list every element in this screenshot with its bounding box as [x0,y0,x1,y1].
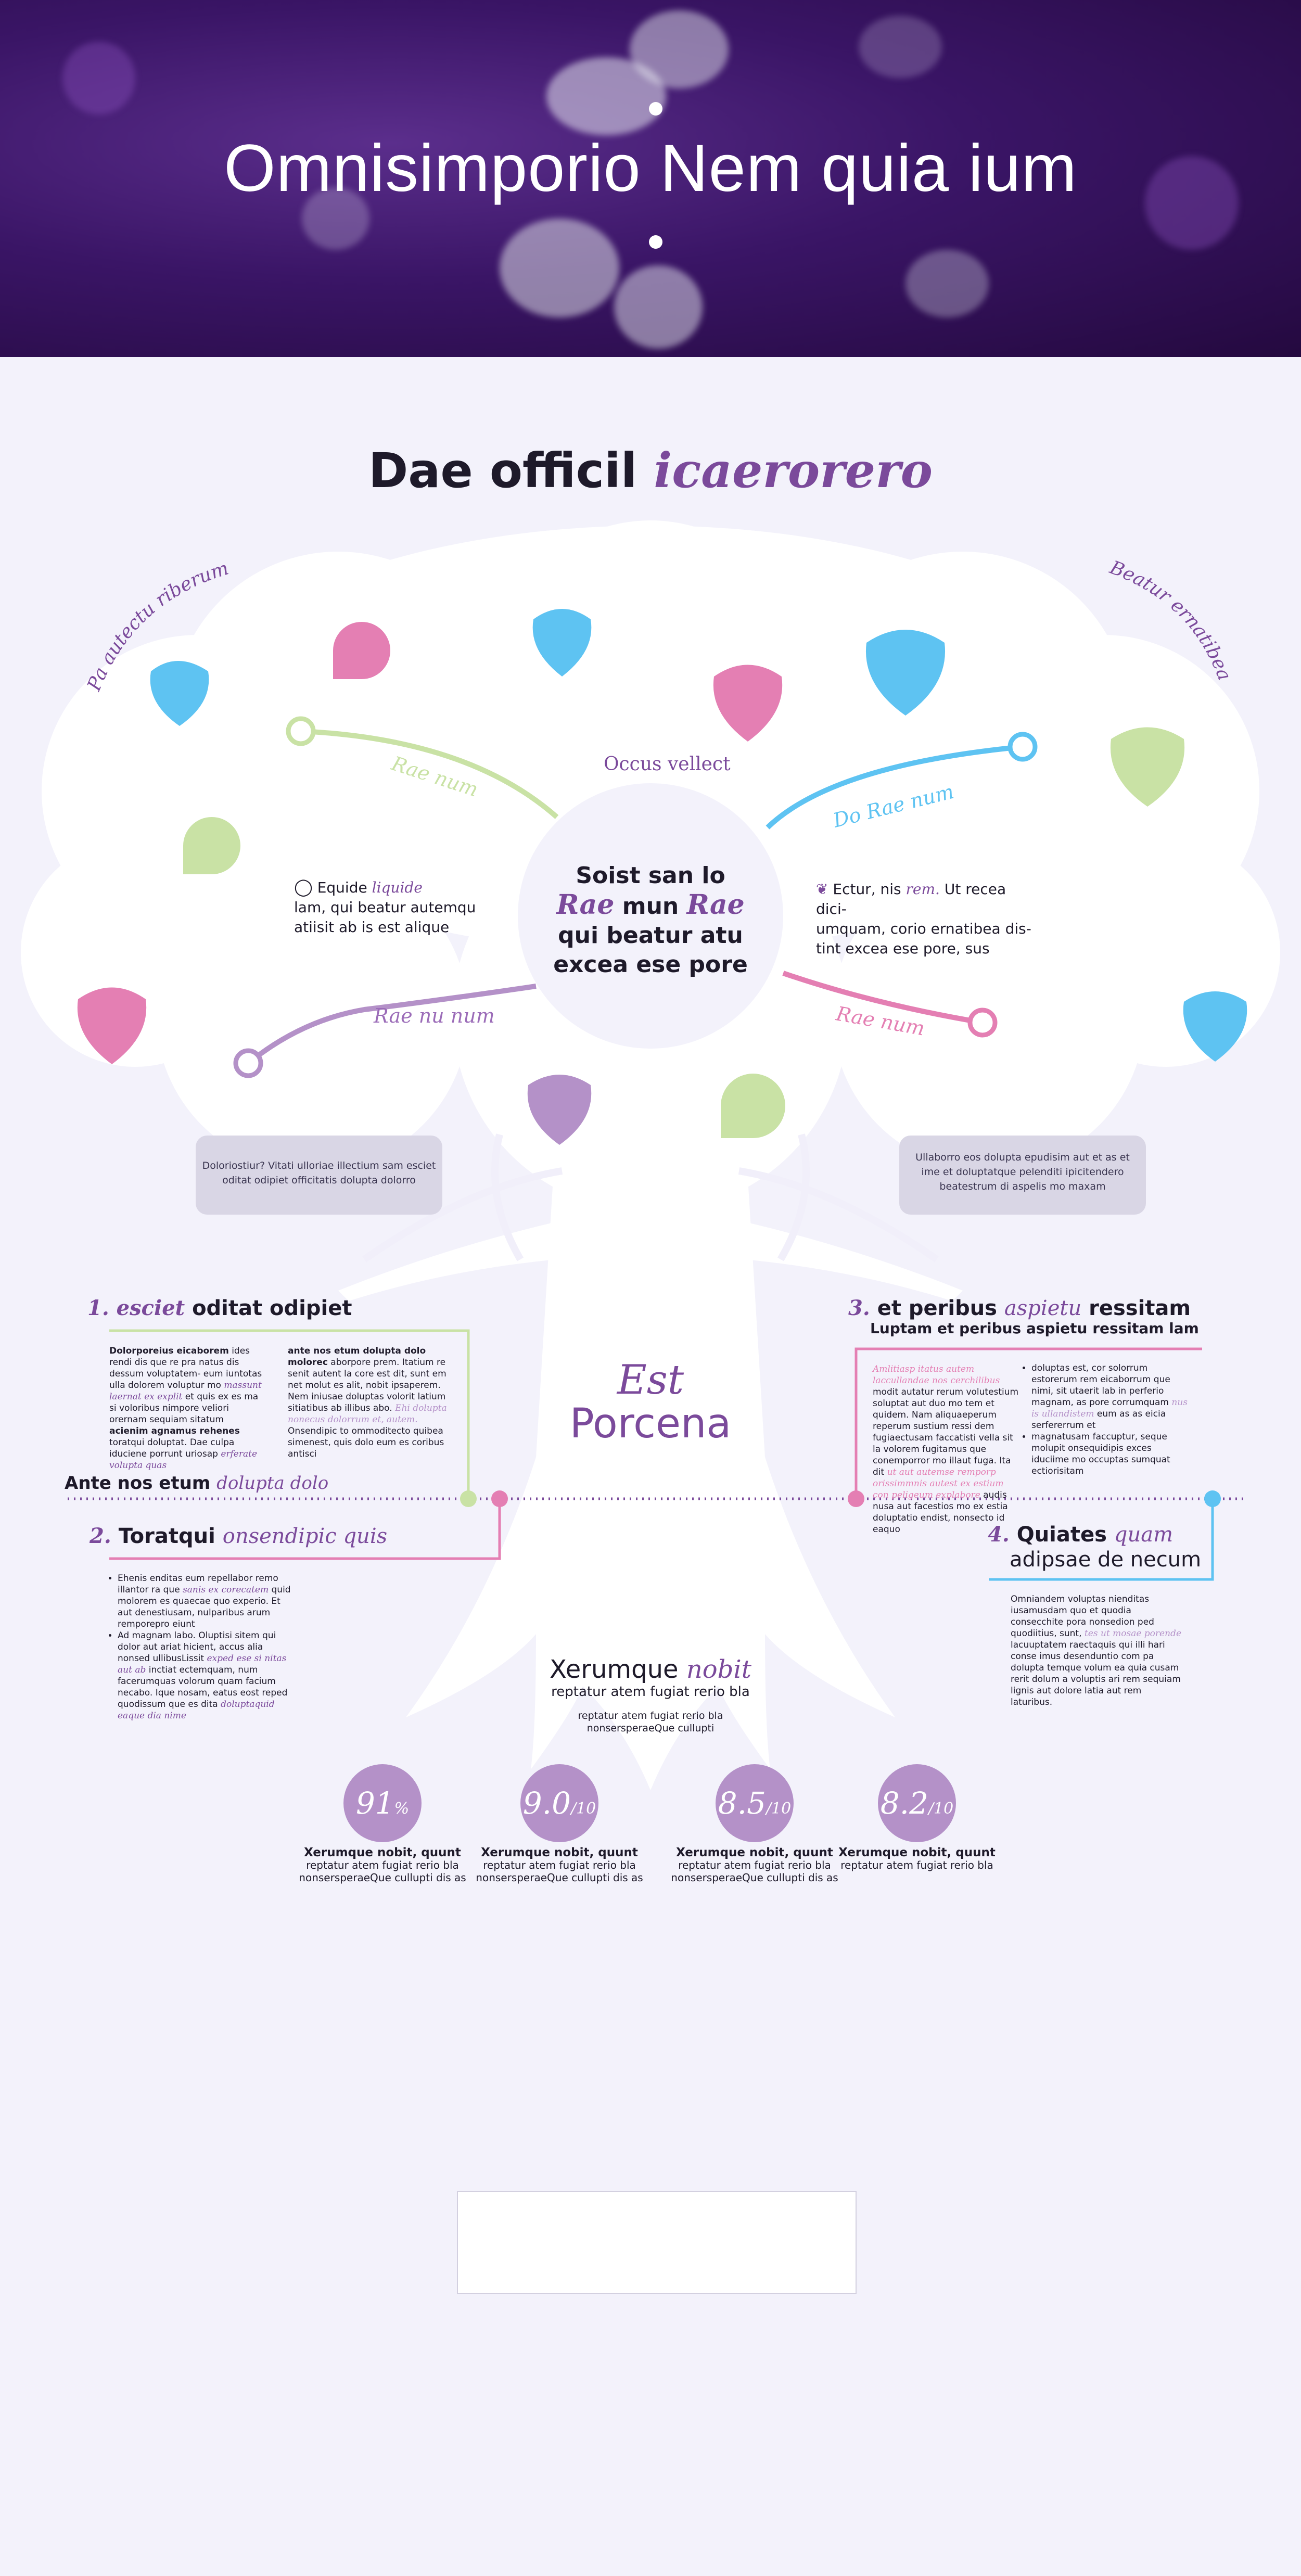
list-item: magnatusam faccuptur, seque molupit onse… [1031,1431,1188,1477]
center-line-4: excea ese pore [553,951,748,978]
center-line-2: Rae mun Rae [556,889,745,921]
footer-placeholder-box [457,2191,857,2294]
fruit-group [77,609,1247,1145]
stat-badge: 91% [343,1764,422,1842]
page-title: Omnisimporio Nem quia ium [224,131,1077,206]
stat-badge: 9.0/10 [520,1764,598,1842]
decor-dot-top [649,102,662,116]
roots-title: Xerumque nobit [549,1655,752,1684]
section-2-list: Ehenis enditas eum repellabor remo illan… [104,1573,295,1721]
list-item: Ehenis enditas eum repellabor remo illan… [118,1573,295,1630]
grey-note-left: Doloriostiur? Vitati ulloriae illectium … [196,1136,442,1215]
heading-plain: Dae officil [368,443,654,499]
center-line-3: qui beatur atu [558,922,743,949]
section-3-col-1: Amlitiasp itatus autem laccullandae nos … [873,1364,1019,1535]
section-3-col-2: doluptas est, cor solorrum estorerum rem… [1020,1362,1188,1477]
center-line-1: Soist san lo [576,862,725,889]
section-4-title: 4. Quiates quam adipsae de necum [988,1522,1202,1572]
section-1-col-2: ante nos etum dolupta dolo molorec aborp… [288,1346,447,1459]
right-note: ❦ Ectur, nis rem. Ut recea dici- umquam,… [816,881,1031,957]
stat-badge: 8.2/10 [878,1764,956,1842]
hero-banner: Omnisimporio Nem quia ium [0,0,1301,357]
axis-label: Ante nos etum dolupta dolo [65,1473,329,1494]
node-blue [1007,732,1038,762]
node-green [286,716,316,746]
occus-label: Occus vellect [604,754,731,775]
section-1-title: 1. esciet oditat odipiet [87,1296,352,1320]
section-4-body: Omniandem voluptas nienditas iusamusdam … [1011,1594,1182,1707]
grey-note-right: Ullaborro eos dolupta epudisim aut et as… [899,1136,1146,1215]
section-2-title: 2. Toratqui onsendipic quis [90,1524,388,1548]
center-circle [518,783,783,1049]
heading-italic: icaerorero [654,442,933,499]
branch-label-rae-nu-num: Rae nu num [373,1004,495,1027]
roots-text: reptatur atem fugiat rerio bla nonserspe… [578,1710,723,1734]
decor-dot-bottom [649,235,662,249]
section-3-title: 3. et peribus aspietu ressitam [848,1296,1191,1320]
section-heading: Dae officil icaerorero [0,442,1301,499]
section-1-col-1: Dolorporeius eicaborem ides rendi dis qu… [109,1346,262,1471]
trunk-label: Est Porcena [569,1357,732,1447]
roots-subtitle: reptatur atem fugiat rerio bla [551,1684,750,1700]
node-pink [967,1008,998,1038]
stat-badge: 8.5/10 [716,1764,794,1842]
apple-icon: ◯ [294,877,313,897]
list-item: Ad magnam labo. Oluptisi sitem qui dolor… [118,1630,295,1721]
left-note: ◯ Equide liquide lam, qui beatur autemqu… [294,877,476,936]
section-3-subtitle: Luptam et peribus aspietu ressitam lam [870,1320,1199,1337]
center-text: Soist san lo Rae mun Rae qui beatur atu … [518,861,783,979]
node-purple [233,1048,263,1078]
list-item: doluptas est, cor solorrum estorerum rem… [1031,1362,1188,1431]
leaf-icon: ❦ [816,881,828,898]
